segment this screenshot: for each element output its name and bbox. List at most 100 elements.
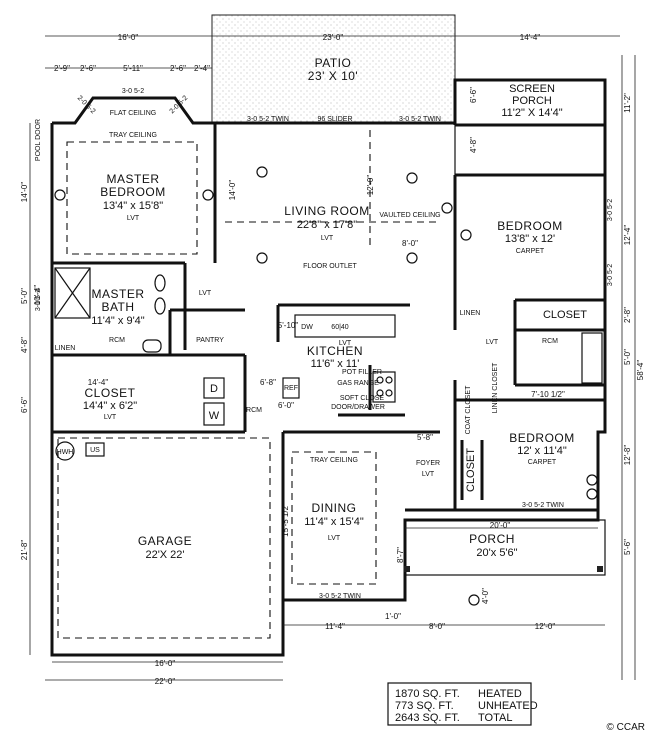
living-room-floor: LVT [321, 235, 334, 242]
dim-top-23: 23'-0" [323, 33, 344, 42]
lvt-hall-2: LVT [486, 339, 499, 346]
dining-floor: LVT [328, 535, 341, 542]
floor-outlet-label: FLOOR OUTLET [303, 263, 357, 270]
dim-top-14-4: 14'-4" [520, 33, 541, 42]
master-bedroom-floor: LVT [127, 215, 140, 222]
window-right-2: 3-0 5-2 [607, 264, 614, 286]
interior-walls [52, 123, 605, 600]
dim-top-2-6a: 2'-6" [80, 64, 96, 73]
burner [376, 376, 384, 384]
burner-3 [376, 389, 384, 397]
dim-right-12-4: 12'-4" [623, 225, 632, 246]
totals-rows: 1870 SQ. FT. HEATED 773 SQ. FT. UNHEATED… [395, 688, 538, 724]
garage-name: GARAGE [138, 534, 192, 548]
rcm-label-2: RCM [542, 338, 558, 345]
dim-top-2-9: 2'-9" [54, 64, 70, 73]
bay-top-label: 3-0 5-2 [122, 88, 144, 95]
dim-lr-8: 8'-0" [402, 239, 418, 248]
twin-window-1: 3-0 5-2 TWIN [247, 116, 289, 123]
screen-porch-name1: SCREEN [509, 83, 555, 95]
gas-range-label: GAS RANGE [337, 380, 379, 387]
dining-size: 11'4" x 15'4" [304, 516, 364, 528]
dim-lr-14: 14'-0" [228, 180, 237, 201]
shower-diag-2 [54, 267, 91, 319]
total-heated-label: HEATED [478, 688, 522, 700]
dining-dim-15: 15'-5 1/2" [281, 503, 290, 537]
gas-range [372, 371, 396, 403]
rcm-label-1: RCM [109, 337, 125, 344]
burner-2 [385, 376, 393, 384]
dim-right-11-2: 11'-2" [623, 93, 632, 113]
dim-bot-11-4: 11'-4" [325, 622, 345, 631]
dim-porch-4-0: 4'-0" [481, 588, 490, 604]
twin-window-2: 3-0 5-2 TWIN [399, 116, 441, 123]
mw-label: 60|40 [331, 324, 348, 331]
dim-sp-6-6: 6'-6" [469, 87, 478, 103]
twin-bed2: 3-0 5-2 TWIN [522, 502, 564, 509]
k-dim-5-8: 5'-8" [417, 433, 433, 442]
master-bath-name2: BATH [101, 300, 134, 314]
dim-lr-12: 12'-0" [366, 175, 375, 196]
tray-ceiling-label: TRAY CEILING [109, 132, 157, 139]
us-label: US [90, 447, 100, 454]
closet-bed1-name: CLOSET [543, 309, 587, 321]
dim-bot-22: 22'-0" [155, 677, 176, 686]
master-bedroom-name2: BEDROOM [100, 185, 166, 199]
dim-right-5-0: 5'-0" [623, 349, 632, 365]
kitchen-size: 11'6" x 11' [311, 358, 360, 370]
pantry-label: PANTRY [196, 337, 224, 344]
dim-top-16: 16'-0" [118, 33, 139, 42]
bedroom1-size: 13'8" x 12' [505, 233, 555, 245]
dw-label: DW [301, 324, 313, 331]
patio-name: PATIO [315, 56, 352, 70]
dim-right-58-4: 58'-4" [636, 360, 645, 381]
living-room-name: LIVING ROOM [284, 204, 370, 218]
bath-sink-1 [154, 274, 166, 292]
washer-box [203, 402, 225, 426]
dim-porch-20: 20'-0" [490, 521, 511, 530]
dim-bot-1-0: 1'-0" [385, 612, 401, 621]
master-bath-name1: MASTER [91, 287, 144, 301]
dining-dim-8-7: 8'-7" [396, 547, 405, 563]
dim-bot-8-0: 8'-0" [429, 622, 445, 631]
hwh-label: HWH [57, 449, 74, 456]
garage-size: 22'X 22' [145, 549, 184, 561]
pot-filler-label: POT FILLER [342, 369, 382, 376]
burner-4 [385, 389, 393, 397]
master-bedroom-name1: MASTER [106, 172, 159, 186]
closet-master-floor: LVT [104, 414, 117, 421]
closet-master-size: 14'4" x 6'2" [83, 400, 137, 412]
porch-post-1 [404, 566, 410, 572]
dim-pt-10-4: 10'-4" [33, 285, 42, 306]
living-room-size: 22'8" x 17'8" [297, 219, 357, 231]
slider-label: 96 SLIDER [317, 116, 352, 123]
b2-dim: 7'-10 1/2" [531, 390, 565, 399]
bedroom1-floor: CARPET [516, 248, 545, 255]
dining-name: DINING [312, 501, 357, 515]
utility-sink [85, 442, 105, 457]
flat-ceiling-label: FLAT CEILING [110, 110, 156, 117]
bath-sink-2 [154, 297, 166, 315]
k-dim-6-8: 6'-8" [260, 378, 276, 387]
dim-left-6-6: 6'-6" [20, 397, 29, 413]
dim-left-5: 5'-0" [20, 288, 29, 304]
washer-label: W [209, 410, 220, 422]
patio-size: 23' X 10' [308, 69, 358, 83]
dryer-label: D [210, 383, 218, 395]
dim-top-5-11: 5'-11" [123, 64, 143, 73]
twin-dining: 3-0 5-2 TWIN [319, 593, 361, 600]
ceiling-fixtures [54, 166, 598, 606]
bath2-tub [581, 332, 603, 384]
total-unheated-label: UNHEATED [478, 700, 538, 712]
linen-label-2: LINEN [460, 310, 481, 317]
tray-ceiling-dining: TRAY CEILING [310, 457, 358, 464]
bedroom2-floor: CARPET [528, 459, 557, 466]
pool-door-label: POOL DOOR [35, 119, 42, 161]
total-total-label: TOTAL [478, 712, 512, 724]
porch-name: PORCH [469, 532, 515, 546]
k-dim-6-0: 6'-0" [278, 401, 294, 410]
ref-box [282, 377, 300, 399]
dim-right-5-6: 5'-6" [623, 539, 632, 555]
linen-label-1: LINEN [55, 345, 76, 352]
garage-dash [57, 437, 271, 639]
